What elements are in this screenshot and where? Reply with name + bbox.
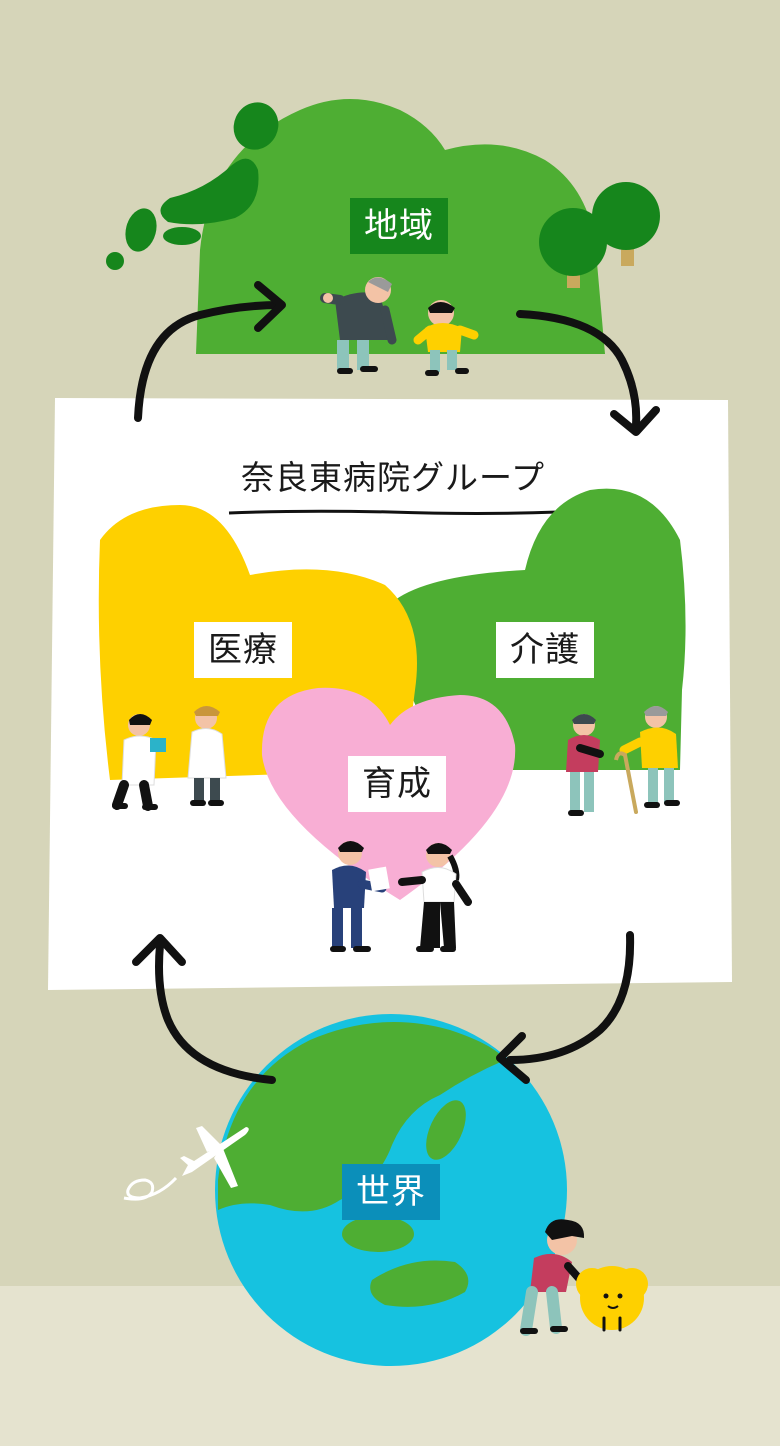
node-label-medical: 医療	[194, 622, 292, 678]
cycle-arrows	[132, 281, 660, 1084]
medical-staff-figures	[112, 706, 227, 811]
care-figures	[566, 706, 680, 816]
node-label-region: 地域	[350, 198, 448, 254]
arrow-region-to-card-head	[610, 406, 660, 436]
arrow-world-to-card	[155, 941, 276, 1084]
arrow-card-to-world	[506, 931, 635, 1064]
node-label-world: 世界	[342, 1164, 440, 1220]
training-figures	[330, 841, 472, 952]
arrow-region-to-card	[516, 310, 641, 429]
arrow-card-to-region-head	[254, 281, 286, 332]
arrow-card-to-world-head	[496, 1032, 530, 1084]
title-underline	[228, 509, 559, 515]
japan-islands-icon	[106, 102, 279, 270]
person-with-dog-figures	[520, 1219, 648, 1336]
airplane-icon	[123, 1126, 249, 1201]
node-label-care: 介護	[496, 622, 594, 678]
node-label-training: 育成	[348, 756, 446, 812]
group-title: 奈良東病院グループ	[240, 458, 546, 497]
arrow-world-to-card-head	[132, 934, 186, 966]
elder-and-child-figures	[320, 277, 479, 376]
trees-icon	[539, 182, 660, 288]
arrow-card-to-region	[134, 301, 284, 422]
